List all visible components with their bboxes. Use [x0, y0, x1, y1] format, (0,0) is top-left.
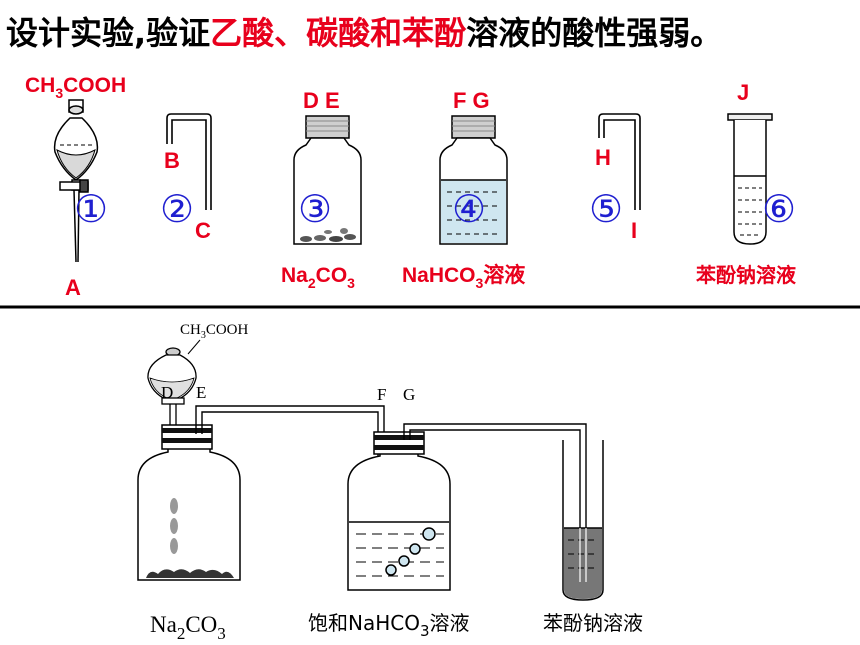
- top-nahco3-label: NaHCO3溶液: [402, 263, 525, 291]
- label-FG: F G: [453, 88, 490, 113]
- bottom-nahco3-label: 饱和NaHCO3溶液: [308, 611, 470, 640]
- top-phenolate-label: 苯酚钠溶液: [695, 263, 797, 287]
- bottom-phenolate-label: 苯酚钠溶液: [543, 611, 643, 635]
- bottom-label-D: D: [161, 383, 173, 402]
- label-I: I: [631, 218, 637, 243]
- bottom-bottle-na2co3-icon: [137, 424, 241, 581]
- bottle-na2co3-icon: [293, 115, 362, 245]
- title-suffix: 溶液的酸性强弱。: [466, 14, 723, 52]
- label-C: C: [195, 218, 211, 243]
- connecting-tube-g-icon: [403, 423, 587, 582]
- label-A: A: [65, 275, 81, 300]
- bent-tube-hi-icon: [598, 113, 641, 210]
- bottom-label-G: G: [403, 385, 415, 404]
- bent-tube-bc-icon: [166, 113, 212, 210]
- separatory-funnel-icon: [53, 99, 99, 263]
- bottom-bottle-nahco3-icon: [347, 431, 451, 591]
- bottle-nahco3-icon: [439, 115, 508, 245]
- bottom-na2co3-label: Na2CO3: [150, 612, 226, 643]
- label-B: B: [164, 148, 180, 173]
- number-3: ③: [298, 187, 332, 231]
- number-2: ②: [160, 187, 194, 231]
- top-na2co3-label: Na2CO3: [281, 264, 355, 291]
- number-6: ⑥: [762, 187, 796, 231]
- label-J: J: [737, 80, 749, 105]
- number-4: ④: [452, 187, 486, 231]
- title-prefix: 设计实验,验证: [6, 14, 211, 52]
- page-title: 设计实验,验证乙酸、碳酸和苯酚溶液的酸性强弱。: [6, 8, 722, 54]
- test-tube-icon: [727, 113, 773, 245]
- bottom-test-tube-icon: [562, 440, 604, 601]
- title-red-part: 乙酸、碳酸和苯酚: [210, 14, 467, 52]
- top-ch3cooh-label: CH3COOH: [25, 74, 126, 101]
- bottom-label-F: F: [377, 385, 386, 404]
- label-H: H: [595, 145, 611, 170]
- label-DE: D E: [303, 88, 340, 113]
- bottom-label-E: E: [196, 383, 206, 402]
- number-5: ⑤: [589, 187, 623, 231]
- number-1: ①: [74, 187, 108, 231]
- bottom-ch3cooh-label: CH3COOH: [180, 322, 249, 341]
